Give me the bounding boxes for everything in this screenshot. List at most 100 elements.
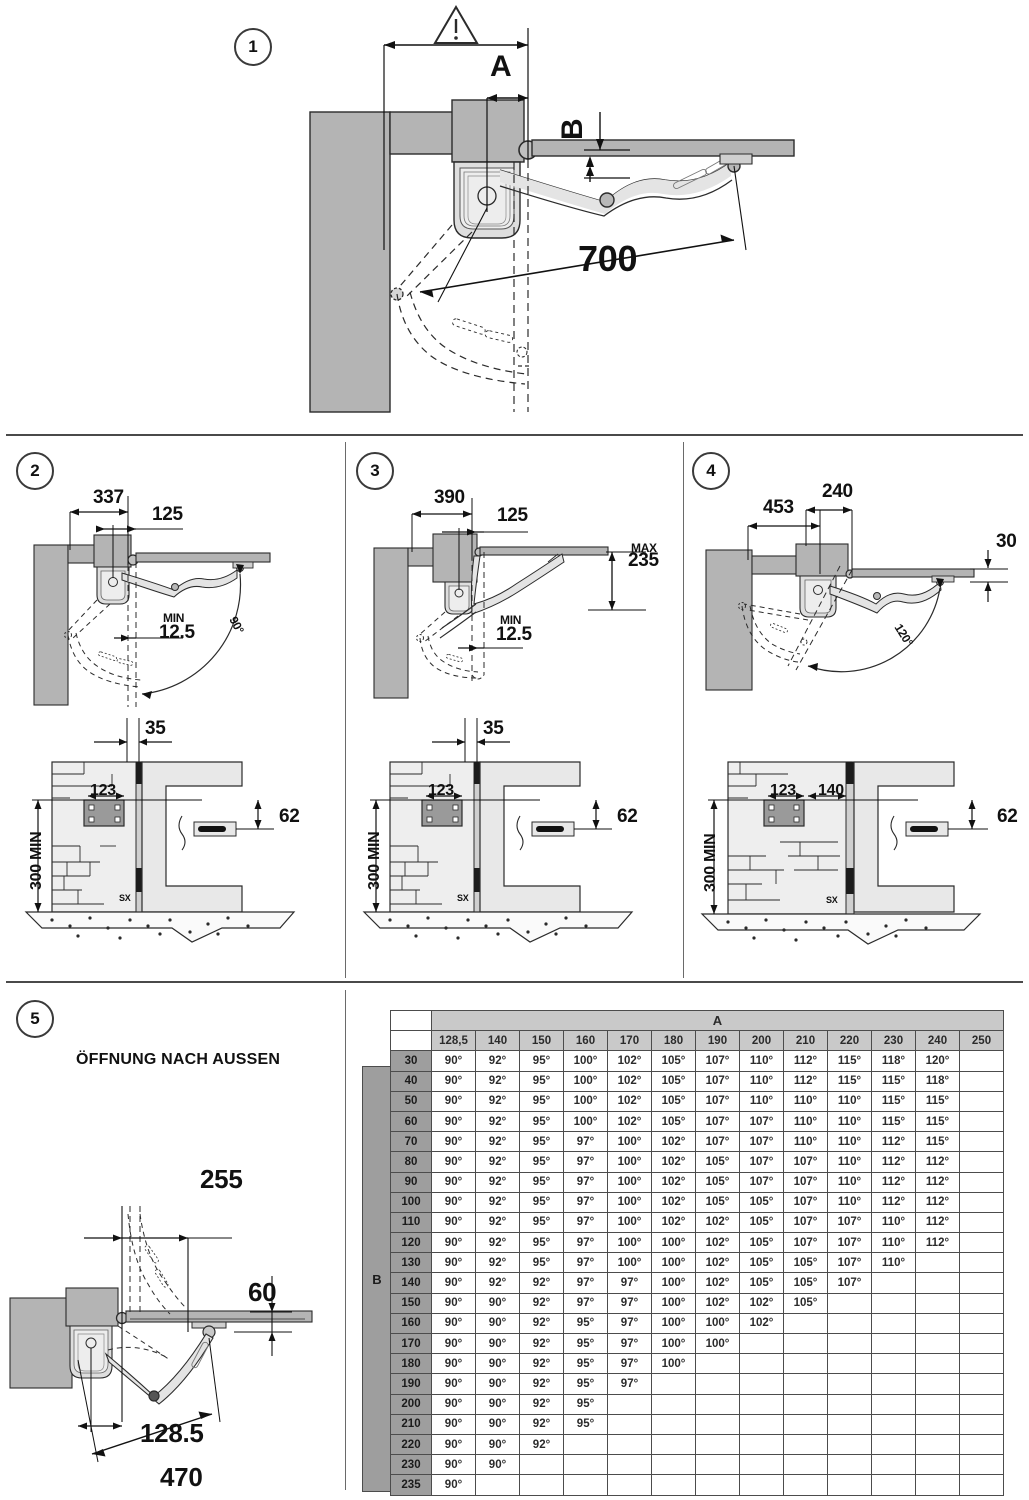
table-cell: 107° bbox=[739, 1110, 784, 1133]
table-cell: 102° bbox=[651, 1211, 696, 1234]
table-cell: 105° bbox=[739, 1252, 784, 1274]
table-cell bbox=[783, 1332, 828, 1355]
table-cell: 112° bbox=[915, 1151, 960, 1173]
table-cell: 112° bbox=[783, 1070, 828, 1092]
table-cell bbox=[827, 1373, 872, 1395]
table-cell: 90° bbox=[431, 1433, 476, 1456]
table-cell bbox=[871, 1312, 916, 1335]
table-cell bbox=[959, 1232, 1004, 1254]
table-cell bbox=[915, 1312, 960, 1335]
divider-vertical-3 bbox=[345, 990, 346, 1490]
table-cell: 90° bbox=[431, 1171, 476, 1193]
table-cell: 110° bbox=[827, 1151, 872, 1173]
table-header-group-row: A bbox=[390, 1009, 1004, 1032]
table-cell bbox=[915, 1332, 960, 1355]
table-cell: 95° bbox=[563, 1353, 608, 1375]
table-row-header: 170 bbox=[390, 1332, 432, 1355]
table-cell: 107° bbox=[783, 1232, 828, 1254]
table-cell: 110° bbox=[783, 1131, 828, 1153]
table-cell: 95° bbox=[519, 1151, 564, 1173]
table-cell: 90° bbox=[431, 1232, 476, 1254]
dim-label-a: A bbox=[490, 50, 512, 83]
table-cell bbox=[959, 1070, 1004, 1092]
table-cell bbox=[827, 1413, 872, 1435]
table-cell bbox=[783, 1474, 828, 1496]
dim-60: 60 bbox=[248, 1277, 277, 1307]
table-cell: 92° bbox=[475, 1171, 520, 1193]
table-cell bbox=[739, 1433, 784, 1456]
table-row-header: 180 bbox=[390, 1353, 432, 1375]
step-bubble-5: 5 bbox=[16, 1000, 54, 1038]
table-cell: 115° bbox=[871, 1070, 916, 1092]
table-row-header: 140 bbox=[390, 1272, 432, 1294]
table-cell: 97° bbox=[563, 1272, 608, 1294]
table-cell: 92° bbox=[519, 1332, 564, 1355]
table-cell: 95° bbox=[519, 1050, 564, 1072]
table-cell: 92° bbox=[519, 1312, 564, 1335]
table-cell: 95° bbox=[519, 1171, 564, 1193]
table-cell: 97° bbox=[563, 1171, 608, 1193]
table-cell: 92° bbox=[519, 1373, 564, 1395]
table-cell bbox=[739, 1454, 784, 1476]
table-cell bbox=[783, 1312, 828, 1335]
min-label-p3: MIN bbox=[500, 613, 522, 627]
table-row-header: 90 bbox=[390, 1171, 432, 1193]
table-cell: 102° bbox=[607, 1090, 652, 1112]
table-col-header: 220 bbox=[827, 1030, 872, 1052]
table-cell: 100° bbox=[651, 1332, 696, 1355]
table-cell: 90° bbox=[431, 1211, 476, 1234]
max-label-p3: MAX bbox=[631, 541, 657, 555]
table-cell: 97° bbox=[563, 1252, 608, 1274]
table-cell: 100° bbox=[563, 1110, 608, 1133]
table-cell: 100° bbox=[607, 1232, 652, 1254]
table-cell bbox=[871, 1292, 916, 1314]
table-cell: 107° bbox=[827, 1211, 872, 1234]
table-cell: 107° bbox=[827, 1272, 872, 1294]
table-cell bbox=[915, 1454, 960, 1476]
table-cell bbox=[519, 1474, 564, 1496]
panel-1-drawing bbox=[300, 0, 900, 430]
step-bubble-4: 4 bbox=[692, 452, 730, 490]
table-cell: 92° bbox=[519, 1353, 564, 1375]
table-cell: 95° bbox=[563, 1312, 608, 1335]
table-cell: 115° bbox=[915, 1090, 960, 1112]
step-bubble-1: 1 bbox=[234, 28, 272, 66]
table-cell: 95° bbox=[563, 1413, 608, 1435]
table-cell: 97° bbox=[563, 1211, 608, 1234]
table-cell: 115° bbox=[915, 1131, 960, 1153]
table-cell: 90° bbox=[475, 1433, 520, 1456]
table-cell: 92° bbox=[475, 1151, 520, 1173]
step-bubble-3: 3 bbox=[356, 452, 394, 490]
dim-300min-p4: 300 MIN bbox=[702, 833, 719, 892]
table-cell: 92° bbox=[519, 1413, 564, 1435]
table-cell bbox=[695, 1413, 740, 1435]
table-cell: 110° bbox=[871, 1232, 916, 1254]
table-cell bbox=[783, 1433, 828, 1456]
table-cell bbox=[827, 1474, 872, 1496]
table-cell: 105° bbox=[783, 1272, 828, 1294]
table-cell bbox=[959, 1171, 1004, 1193]
panel-4-section bbox=[688, 704, 1018, 959]
table-cell: 97° bbox=[607, 1373, 652, 1395]
table-cell: 92° bbox=[475, 1090, 520, 1112]
panel-5-drawing bbox=[0, 1110, 345, 1490]
table-cell: 97° bbox=[607, 1353, 652, 1375]
table-cell: 105° bbox=[651, 1070, 696, 1092]
table-cell bbox=[827, 1312, 872, 1335]
table-cell bbox=[959, 1110, 1004, 1133]
table-cell: 90° bbox=[431, 1252, 476, 1274]
warning-triangle-icon bbox=[432, 4, 480, 46]
table-cell: 100° bbox=[651, 1292, 696, 1314]
table-cell: 92° bbox=[475, 1272, 520, 1294]
table-cell: 90° bbox=[431, 1191, 476, 1213]
table-cell bbox=[475, 1474, 520, 1496]
table-cell: 90° bbox=[475, 1292, 520, 1314]
dim-140-p4: 140 bbox=[818, 782, 844, 799]
